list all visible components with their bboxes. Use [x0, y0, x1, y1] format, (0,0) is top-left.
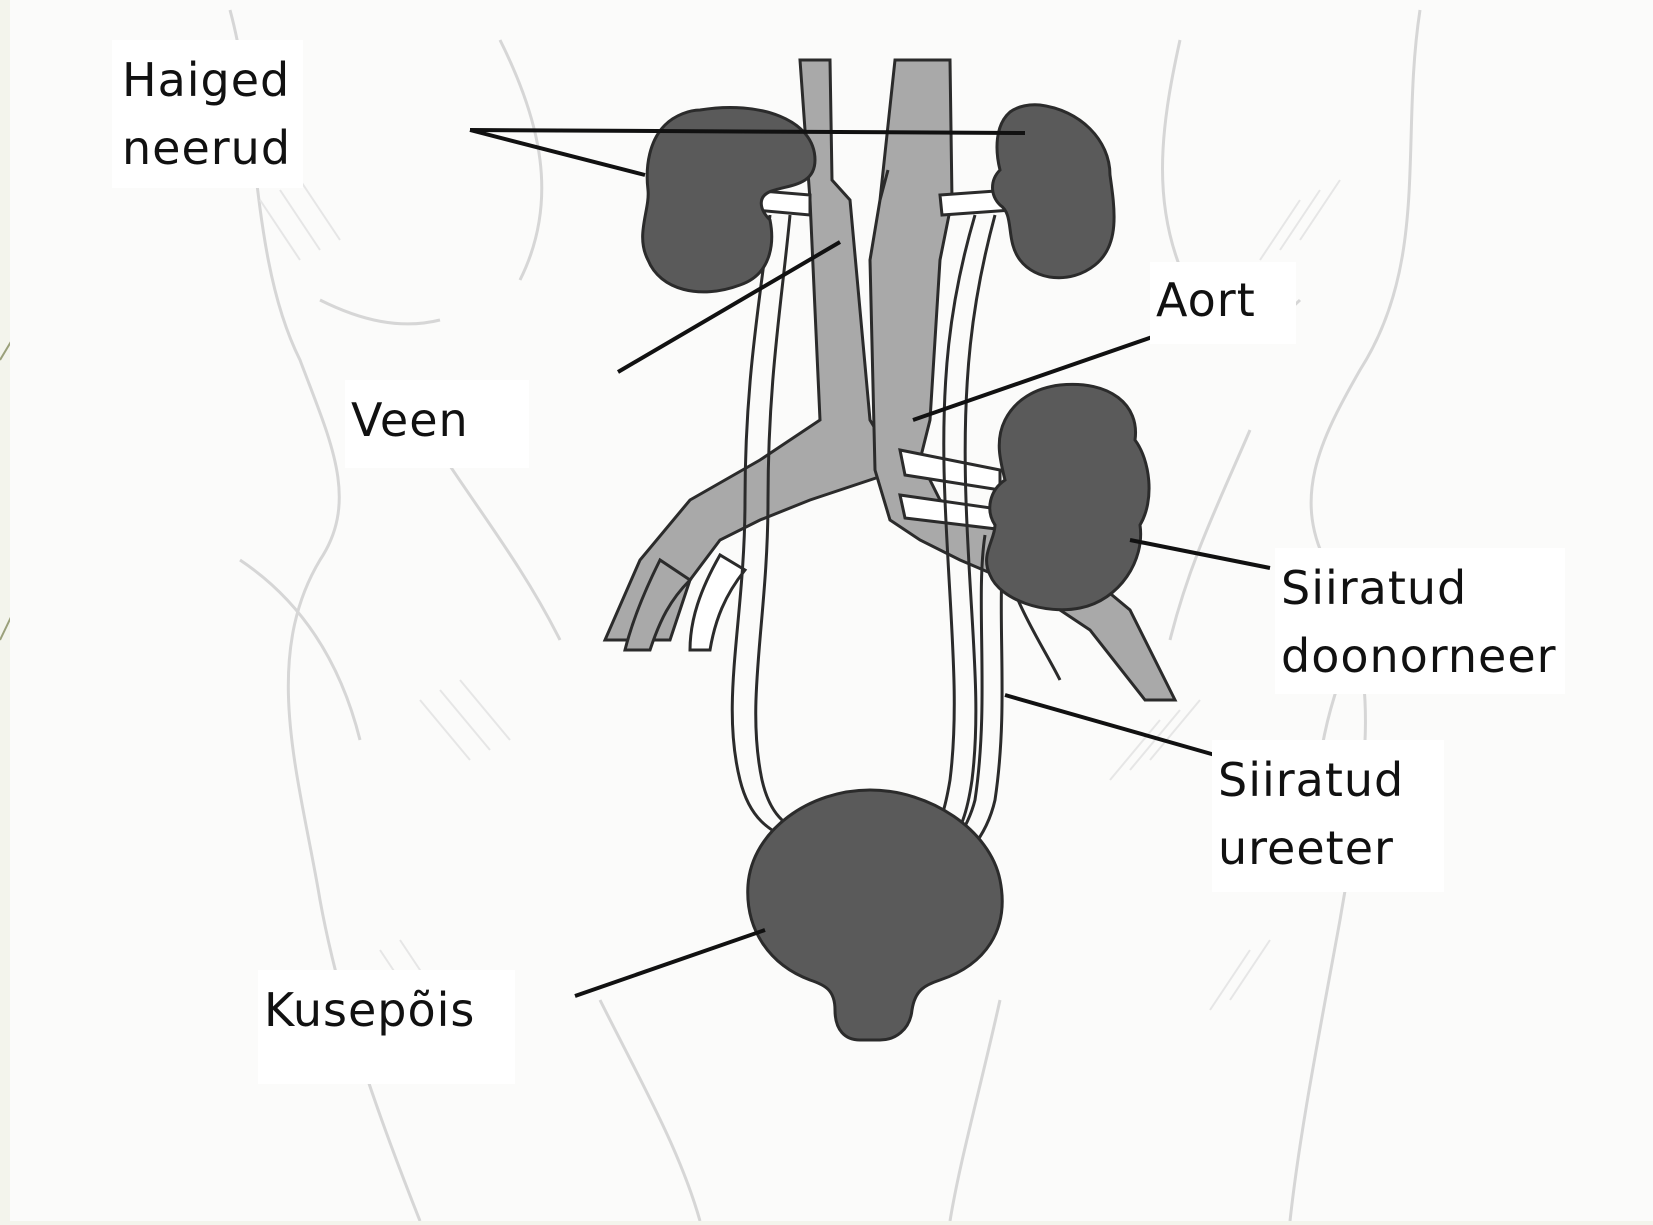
label-bladder: Kusepõis: [258, 970, 515, 1084]
label-diseased-kidneys-line-1: Haiged: [122, 46, 291, 114]
label-transplanted-kidney-line-2: doonorneer: [1281, 622, 1557, 690]
label-aorta-text: Aort: [1156, 266, 1256, 334]
transplanted-kidney: [987, 384, 1149, 609]
label-aorta: Aort: [1150, 262, 1296, 344]
label-diseased-kidneys-line-2: neerud: [122, 114, 291, 182]
label-vein: Veen: [345, 380, 529, 468]
label-bladder-text: Kusepõis: [264, 976, 475, 1044]
label-vein-text: Veen: [351, 386, 469, 454]
label-transplanted-ureter-line-1: Siiratud: [1218, 746, 1404, 814]
label-transplanted-kidney: Siiratud doonorneer: [1275, 548, 1565, 694]
label-transplanted-ureter: Siiratud ureeter: [1212, 740, 1444, 892]
label-transplanted-ureter-line-2: ureeter: [1218, 814, 1404, 882]
label-transplanted-kidney-line-1: Siiratud: [1281, 554, 1557, 622]
label-diseased-kidneys: Haiged neerud: [112, 40, 303, 188]
